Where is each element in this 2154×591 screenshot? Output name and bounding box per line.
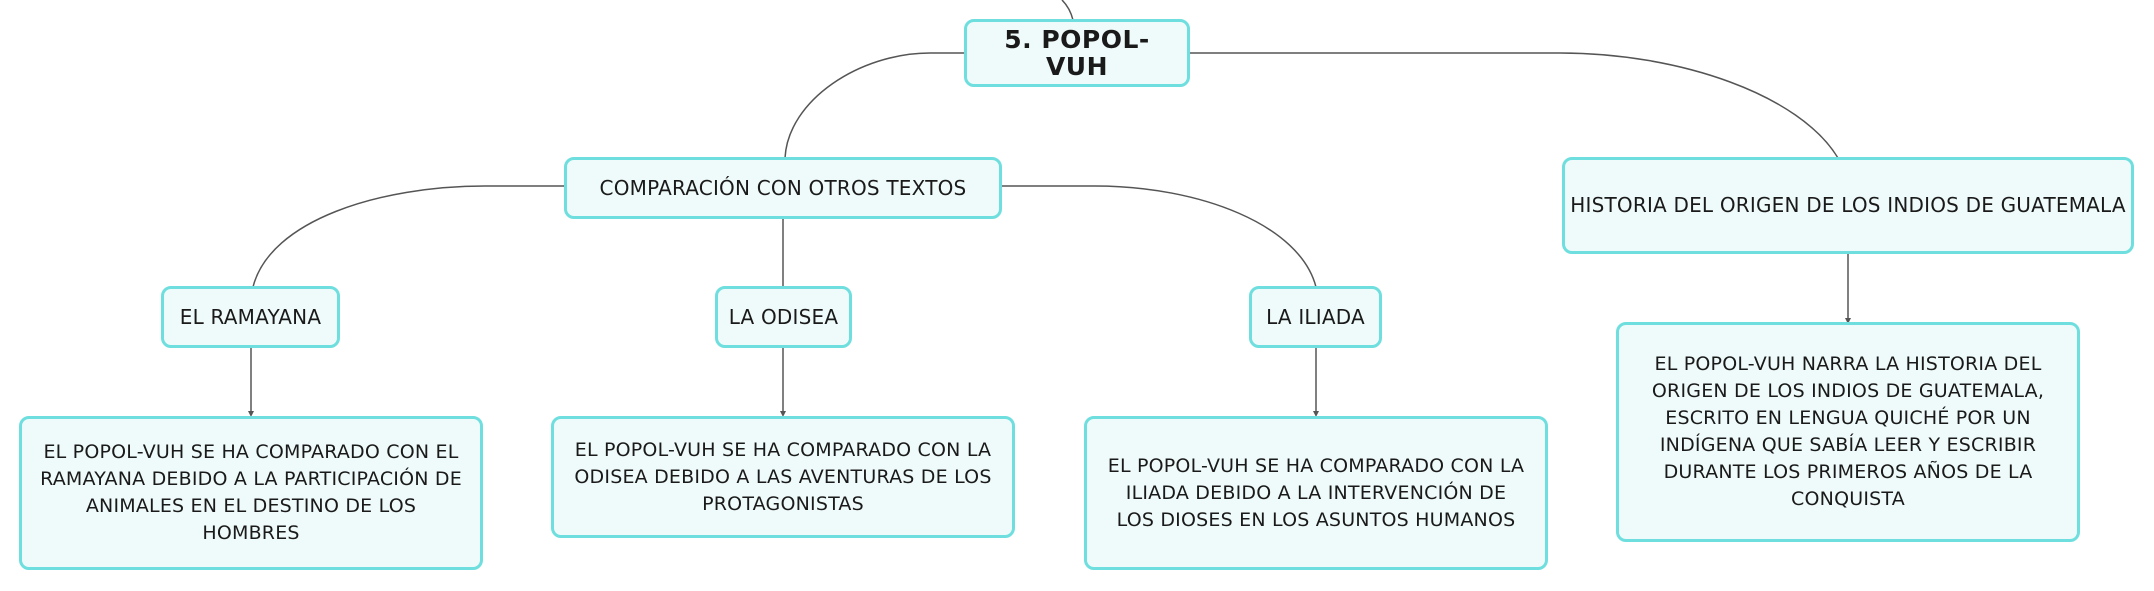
node-iliada-desc[interactable]: EL POPOL-VUH SE HA COMPARADO CON LA ILIA… [1084, 416, 1548, 570]
node-historia-desc[interactable]: EL POPOL-VUH NARRA LA HISTORIA DEL ORIGE… [1616, 322, 2080, 542]
node-root[interactable]: 5. POPOL-VUH [964, 19, 1190, 87]
edge-root-to-comparacion [784, 52, 966, 159]
node-historia[interactable]: HISTORIA DEL ORIGEN DE LOS INDIOS DE GUA… [1562, 157, 2134, 254]
edge-comparacion-to-iliada [1002, 185, 1317, 288]
node-comparacion[interactable]: COMPARACIÓN CON OTROS TEXTOS [564, 157, 1002, 219]
edge-parent-to-root [1061, 0, 1074, 21]
node-ramayana[interactable]: EL RAMAYANA [161, 286, 340, 348]
edge-root-to-historia [1190, 52, 1839, 159]
node-iliada[interactable]: LA ILIADA [1249, 286, 1382, 348]
edge-comparacion-to-ramayana [252, 185, 565, 288]
arrowhead [780, 411, 786, 417]
arrowhead [248, 411, 254, 417]
arrowhead [1845, 318, 1851, 324]
node-odisea[interactable]: LA ODISEA [715, 286, 852, 348]
arrowhead [1313, 411, 1319, 417]
node-ramayana-desc[interactable]: EL POPOL-VUH SE HA COMPARADO CON EL RAMA… [19, 416, 483, 570]
node-odisea-desc[interactable]: EL POPOL-VUH SE HA COMPARADO CON LA ODIS… [551, 416, 1015, 538]
